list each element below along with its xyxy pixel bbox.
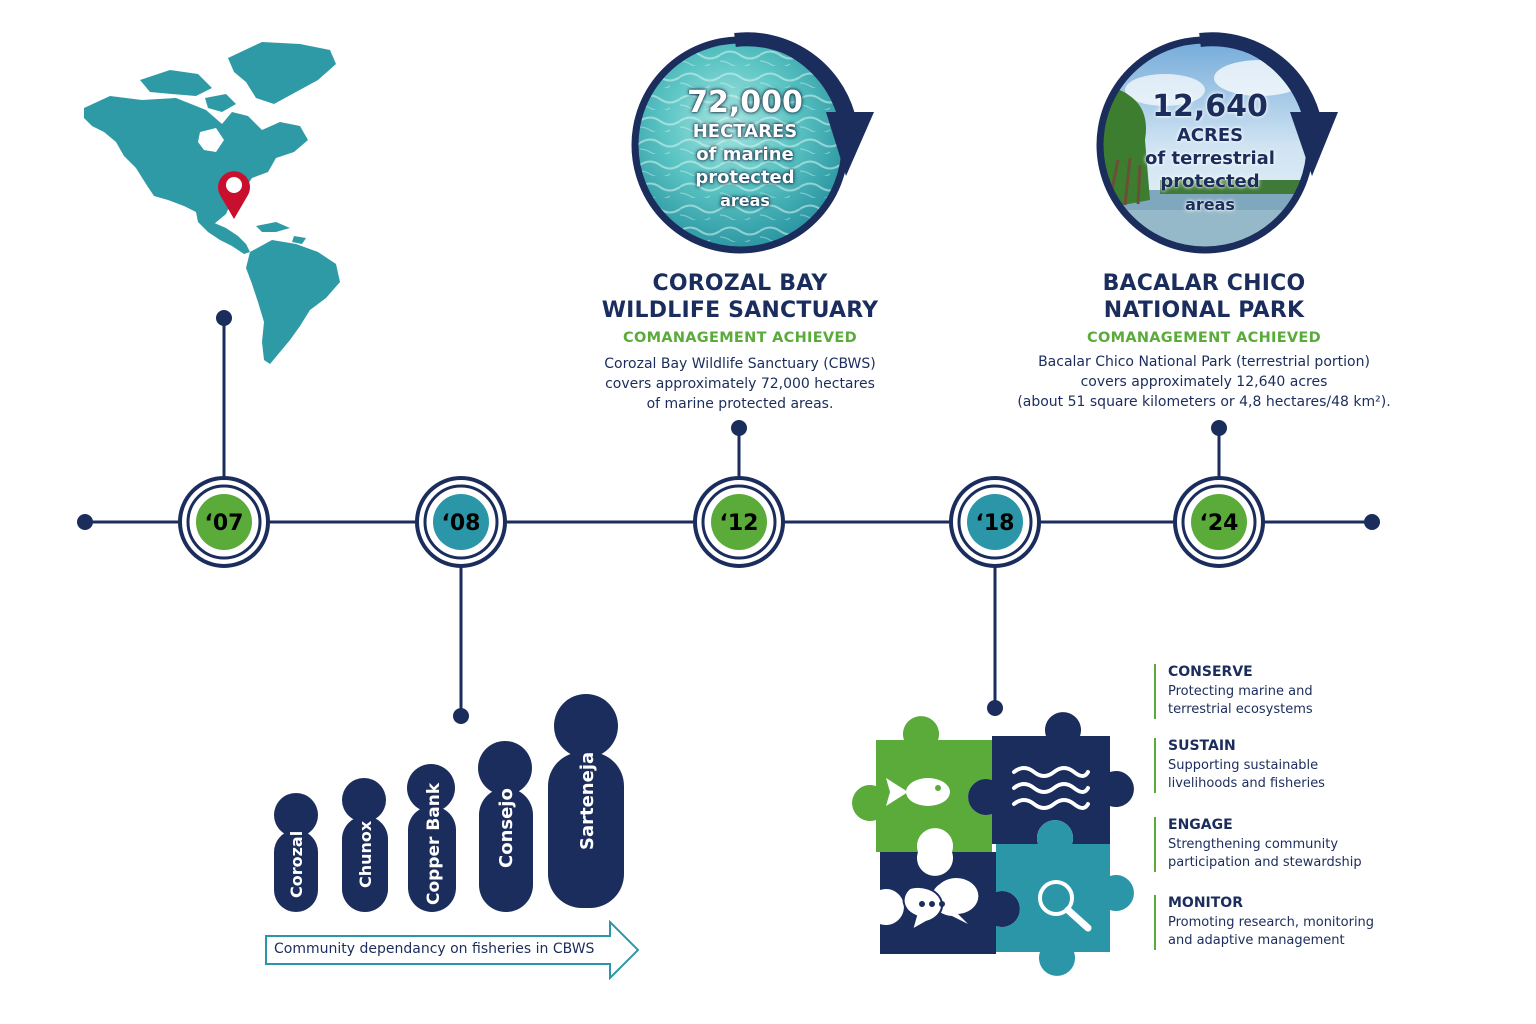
chat-bubbles-icon: [902, 878, 979, 933]
year-label: ‘12: [720, 511, 759, 536]
svg-text:Corozal: Corozal: [287, 831, 306, 898]
year-node-12: ‘12: [693, 476, 785, 568]
year-label: ‘07: [205, 511, 244, 536]
pillar-heading: ENGAGE: [1168, 817, 1233, 833]
corozal-status: COMANAGEMENT ACHIEVED: [623, 330, 857, 346]
bacalar-desc-line3: (about 51 square kilometers or 4,8 hecta…: [1017, 394, 1391, 410]
pillar-heading: CONSERVE: [1168, 664, 1253, 680]
person-icon-chunox: Chunox: [342, 778, 388, 912]
arctic-islands-shape: [140, 70, 212, 96]
puzzle-piece-navy-top: [968, 712, 1134, 844]
bacalar-desc-line1: Bacalar Chico National Park (terrestrial…: [1038, 354, 1370, 370]
bacalar-desc-line2: covers approximately 12,640 acres: [1080, 374, 1328, 390]
terrestrial-stat-number: 12,640: [1152, 89, 1268, 124]
year-label: ‘18: [976, 511, 1015, 536]
pillar-desc-line2: participation and stewardship: [1168, 855, 1362, 870]
svg-text:Consejo: Consejo: [496, 788, 517, 868]
person-icon-sarteneja: Sarteneja: [548, 694, 624, 908]
year-label: ‘08: [442, 511, 481, 536]
progress-arc-arrow-icon: [734, 32, 855, 118]
person-icon-corozal: Corozal: [274, 793, 318, 912]
corozal-desc-line3: of marine protected areas.: [646, 396, 834, 412]
pillar-heading: MONITOR: [1168, 895, 1243, 911]
svg-text:Sarteneja: Sarteneja: [577, 752, 598, 850]
terrestrial-stat-text: 12,640 ACRES of terrestrial protected ar…: [1115, 90, 1305, 216]
puzzle-graphic: [852, 712, 1134, 976]
marine-stat-number: 72,000: [687, 85, 803, 120]
pillar-heading: SUSTAIN: [1168, 738, 1236, 754]
marine-stat-text: 72,000 HECTARES of marine protected area…: [650, 86, 840, 212]
svg-text:Copper Bank: Copper Bank: [424, 782, 444, 905]
timeline-start-dot: [77, 514, 93, 530]
pillar-desc-line2: terrestrial ecosystems: [1168, 702, 1313, 717]
corozal-desc-line2: covers approximately 72,000 hectares: [605, 376, 875, 392]
timeline-end-dot: [1364, 514, 1380, 530]
marine-stat-line2: protected: [695, 167, 795, 188]
progress-arc-arrow-icon: [1199, 32, 1320, 118]
bacalar-info-block: BACALAR CHICO NATIONAL PARK COMANAGEMENT…: [1004, 270, 1404, 412]
magnifier-icon: [1038, 880, 1092, 932]
marine-stat-line1: of marine: [696, 144, 794, 165]
year-node-08: ‘08: [415, 476, 507, 568]
pillar-conserve: CONSERVE Protecting marine and terrestri…: [1154, 664, 1398, 719]
bacalar-title-line2: NATIONAL PARK: [1103, 298, 1305, 323]
pillar-engage: ENGAGE Strengthening community participa…: [1154, 817, 1398, 872]
community-figures: Corozal Chunox Copper Bank Consejo Sarte…: [274, 694, 624, 912]
pillar-sustain: SUSTAIN Supporting sustainable livelihoo…: [1154, 738, 1398, 793]
year-node-07: ‘07: [178, 476, 270, 568]
marine-stat-line3: areas: [720, 191, 770, 210]
north-america-shape: [84, 96, 308, 226]
terrestrial-stat-line1: of terrestrial: [1145, 148, 1275, 169]
terrestrial-stat-circle: [1096, 32, 1338, 254]
corozal-title-line2: WILDLIFE SANCTUARY: [601, 298, 879, 323]
pillar-desc-line1: Protecting marine and: [1168, 684, 1313, 699]
dependency-arrow: [265, 919, 640, 981]
marine-stat-unit: HECTARES: [692, 121, 798, 142]
pillar-desc-line1: Promoting research, monitoring: [1168, 915, 1375, 930]
svg-text:Chunox: Chunox: [356, 820, 375, 888]
americas-map: [84, 42, 340, 364]
year-label: ‘24: [1200, 511, 1239, 536]
terrestrial-stat-line3: areas: [1185, 195, 1235, 214]
corozal-title-line1: COROZAL BAY: [652, 271, 828, 296]
person-icon-consejo: Consejo: [478, 741, 533, 912]
fish-icon: [886, 778, 950, 806]
year-node-18: ‘18: [949, 476, 1041, 568]
person-icon-copper-bank: Copper Bank: [407, 764, 456, 912]
corozal-desc-line1: Corozal Bay Wildlife Sanctuary (CBWS): [604, 356, 876, 372]
marine-stat-circle: [631, 32, 874, 254]
greenland-shape: [228, 42, 336, 104]
year-node-24: ‘24: [1173, 476, 1265, 568]
location-pin-icon: [218, 171, 250, 219]
bacalar-status: COMANAGEMENT ACHIEVED: [1087, 330, 1321, 346]
pillar-desc-line2: and adaptive management: [1168, 933, 1345, 948]
dependency-arrow-label: Community dependancy on fisheries in CBW…: [274, 941, 595, 957]
corozal-info-block: COROZAL BAY WILDLIFE SANCTUARY COMANAGEM…: [560, 270, 920, 414]
pillar-monitor: MONITOR Promoting research, monitoring a…: [1154, 895, 1398, 950]
waves-icon: [1012, 766, 1090, 810]
central-america-shape: [196, 212, 250, 254]
pillar-desc-line1: Strengthening community: [1168, 837, 1339, 852]
pillar-desc-line1: Supporting sustainable: [1168, 758, 1319, 773]
terrestrial-stat-unit: ACRES: [1176, 125, 1244, 146]
puzzle-piece-teal: [996, 820, 1134, 976]
bacalar-title-line1: BACALAR CHICO: [1102, 271, 1306, 296]
terrestrial-stat-line2: protected: [1160, 171, 1260, 192]
south-america-shape: [246, 240, 340, 364]
pillar-desc-line2: livelihoods and fisheries: [1168, 776, 1325, 791]
